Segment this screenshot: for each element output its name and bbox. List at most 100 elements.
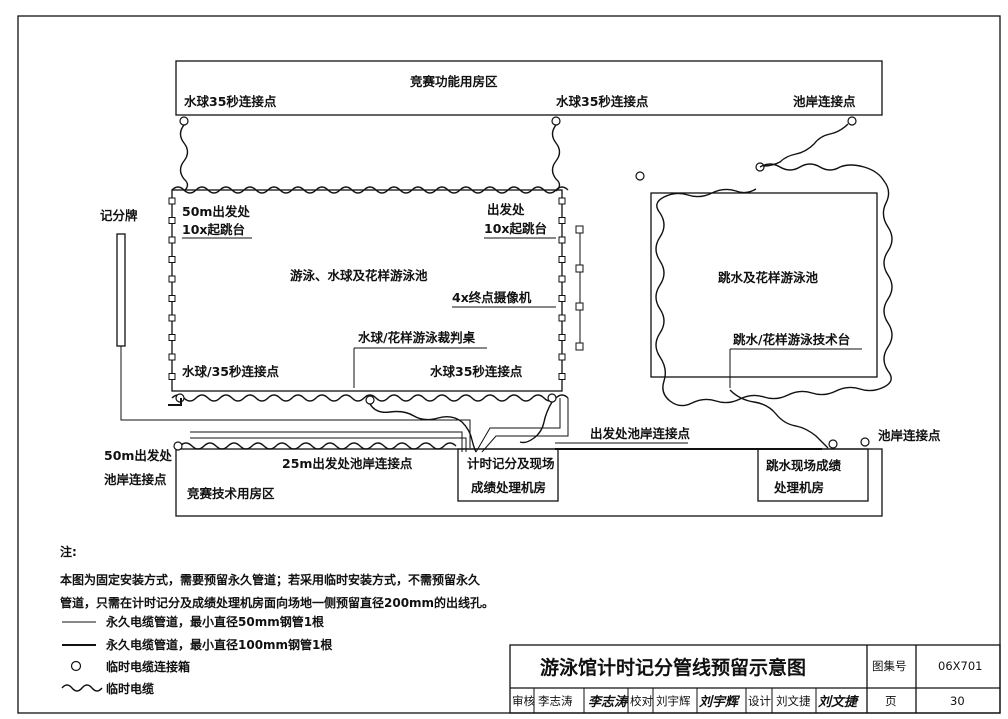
legend-circle-icon xyxy=(70,660,82,672)
diving-pool-outline xyxy=(650,192,878,378)
diving-pool-temporary-cable xyxy=(655,163,893,407)
reviewer-name: 李志涛 xyxy=(538,694,573,708)
camera-icon xyxy=(575,264,584,273)
tech-rooms-label: 竞赛技术用房区 xyxy=(187,486,275,501)
tech-rooms-temporary-cable xyxy=(179,442,457,450)
swimming-pool-label: 游泳、水球及花样游泳池 xyxy=(290,268,428,283)
competition-rooms-label: 竞赛功能用房区 xyxy=(410,74,498,89)
start-block-icon xyxy=(558,295,566,302)
drawing-title: 游泳馆计时记分管线预留示意图 xyxy=(540,656,806,679)
start-block-icon xyxy=(558,373,566,380)
start-block-icon xyxy=(558,334,566,341)
timing-room-label2: 成绩处理机房 xyxy=(471,480,546,495)
start-block-icon xyxy=(558,314,566,322)
start-10x-left-label: 10x起跳台 xyxy=(182,222,245,237)
start-block-icon xyxy=(168,236,176,244)
diving-tech-table-label: 跳水/花样游泳技术台 xyxy=(733,332,850,347)
designer-signature: 刘文捷 xyxy=(818,694,860,710)
poolside-point-top-label: 池岸连接点 xyxy=(793,94,856,109)
designer-name: 刘文捷 xyxy=(776,694,811,708)
legend-item: 临时电缆 xyxy=(106,681,154,696)
start-block-icon xyxy=(558,197,566,205)
notes-heading: 注: xyxy=(60,544,77,559)
connection-box-icon xyxy=(547,393,557,403)
swimming-pool-outline xyxy=(171,189,563,392)
connection-box-icon xyxy=(551,116,561,126)
connection-box-icon xyxy=(173,441,183,451)
pool-temporary-cable-loop xyxy=(171,186,569,194)
camera-icon xyxy=(575,302,584,311)
temporary-cable xyxy=(729,389,829,449)
start-block-icon xyxy=(168,314,176,322)
legend-item: 永久电缆管道，最小直径50mm钢管1根 xyxy=(105,614,324,629)
start-block-icon xyxy=(168,353,176,361)
start-50m-poolside-label2: 池岸连接点 xyxy=(104,472,167,487)
atlas-no-label: 图集号 xyxy=(872,659,907,673)
note-line-2: 管道，只需在计时记分及成绩处理机房面向场地一侧预留直径200mm的出线孔。 xyxy=(60,595,494,610)
start-block-icon xyxy=(558,275,566,283)
check-label: 校对 xyxy=(630,694,653,708)
checker-name: 刘宇辉 xyxy=(656,694,691,708)
start-block-icon xyxy=(558,236,566,244)
start-blocks-left xyxy=(168,197,176,380)
connection-box-icon xyxy=(635,171,645,181)
temporary-cable xyxy=(519,401,553,444)
waterpolo-35s-left-label: 水球35秒连接点 xyxy=(184,94,277,109)
waterpolo-35s-right-label: 水球35秒连接点 xyxy=(556,94,649,109)
connection-box-icon xyxy=(828,439,838,449)
permanent-conduit xyxy=(481,398,569,453)
legend-wave-icon xyxy=(61,684,103,692)
start-10x-right-label: 10x起跳台 xyxy=(484,221,547,236)
start-50m-label: 50m出发处 xyxy=(182,204,250,219)
camera-icon xyxy=(575,342,584,351)
timing-room-box xyxy=(457,448,559,502)
atlas-no: 06X701 xyxy=(938,659,982,673)
start-block-icon xyxy=(168,295,176,302)
connection-box-icon xyxy=(860,437,870,447)
temporary-cable xyxy=(179,124,189,192)
permanent-conduit xyxy=(190,437,467,452)
start-block-icon xyxy=(168,197,176,205)
legend-item: 临时电缆连接箱 xyxy=(106,659,190,674)
poolside-point-right-label: 池岸连接点 xyxy=(878,428,941,443)
waterpolo-35s-bottom-right-label: 水球35秒连接点 xyxy=(430,364,523,379)
reviewer-signature: 李志涛 xyxy=(588,694,629,710)
competition-rooms-box xyxy=(175,60,883,116)
diving-room-label: 跳水现场成绩 xyxy=(766,458,842,473)
permanent-conduit xyxy=(475,398,561,453)
connection-box-icon xyxy=(847,116,857,126)
start-block-icon xyxy=(168,256,176,263)
start-block-icon xyxy=(558,256,566,263)
scoreboard-label: 记分牌 xyxy=(100,208,138,223)
waterpolo-35s-bottom-left-label: 水球/35秒连接点 xyxy=(182,364,279,379)
start-block-icon xyxy=(558,217,566,224)
start-block-icon xyxy=(168,373,176,380)
scoreboard-icon xyxy=(116,233,126,347)
camera-label: 4x终点摄像机 xyxy=(452,290,532,305)
page-number: 30 xyxy=(950,694,965,708)
start-block-icon xyxy=(168,275,176,283)
start-block-icon xyxy=(558,353,566,361)
temporary-cable xyxy=(763,123,849,167)
pool-bottom-temporary-cable xyxy=(171,394,569,402)
connection-box-icon xyxy=(365,395,375,405)
start-label-right: 出发处 xyxy=(487,202,525,217)
review-label: 审核 xyxy=(512,694,535,708)
permanent-conduit xyxy=(190,431,463,452)
start-block-icon xyxy=(168,334,176,341)
start-50m-poolside-label: 50m出发处 xyxy=(104,448,172,463)
checker-signature: 刘宇辉 xyxy=(699,694,741,710)
temporary-cable xyxy=(551,124,561,192)
sheet-border xyxy=(17,15,1001,714)
camera-icon xyxy=(575,225,584,234)
legend-item: 永久电缆管道，最小直径100mm钢管1根 xyxy=(105,637,332,652)
diving-pool-label: 跳水及花样游泳池 xyxy=(718,270,819,285)
permanent-conduit xyxy=(168,398,182,406)
design-label: 设计 xyxy=(748,694,771,708)
start-poolside-point-label: 出发处池岸连接点 xyxy=(590,426,691,441)
temporary-cable xyxy=(369,403,477,453)
connection-box-icon xyxy=(179,116,189,126)
diving-room-box xyxy=(757,448,869,502)
